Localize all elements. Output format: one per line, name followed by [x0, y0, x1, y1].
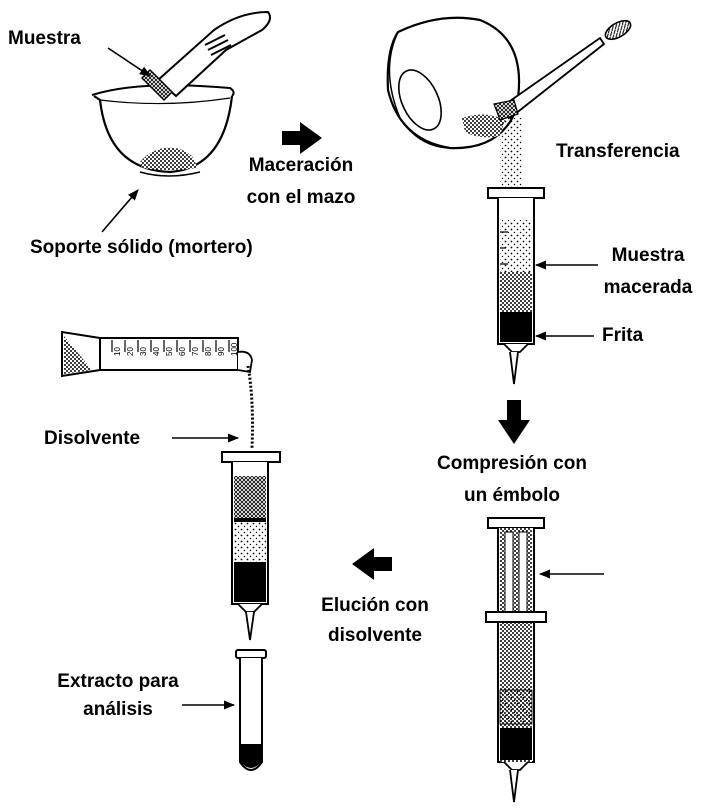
spatula-icon [493, 19, 632, 121]
solvent-stream [246, 365, 254, 449]
tilted-mortar-icon [386, 16, 521, 150]
cylinder-scale-mark: 90 [217, 347, 226, 356]
label-elucion-1: Elución con [321, 595, 429, 616]
test-tube-icon [235, 649, 267, 771]
syringe-elution-icon [221, 451, 281, 641]
label-soporte: Soporte sólido (mortero) [30, 237, 253, 258]
mortar-icon [91, 84, 235, 177]
graduated-cylinder-icon [61, 330, 253, 378]
label-compresion-1: Compresión con [437, 453, 587, 474]
label-muestra-macerada-2: macerada [603, 277, 693, 298]
cylinder-scale-mark: 20 [126, 347, 135, 356]
cylinder-scale-mark: 80 [204, 347, 213, 356]
left-arrow-icon [352, 548, 392, 580]
right-arrow-icon [282, 122, 322, 154]
label-muestra: Muestra [8, 28, 81, 49]
label-elucion-2: disolvente [328, 625, 422, 646]
cylinder-scale-mark: 60 [178, 347, 187, 356]
cylinder-scale-mark: 100 [230, 342, 239, 356]
label-maceracion-2: con el mazo [246, 187, 356, 208]
label-frita: Frita [602, 325, 644, 346]
cylinder-scale-mark: 70 [191, 347, 200, 356]
label-extracto-2: análisis [83, 699, 153, 720]
label-compresion-2: un émbolo [463, 485, 561, 506]
label-disolvente: Disolvente [44, 428, 141, 449]
down-arrow-icon [498, 400, 530, 444]
cylinder-scale-mark: 30 [139, 347, 148, 356]
muestra-pointer [107, 47, 151, 77]
cylinder-scale-mark: 50 [165, 347, 174, 356]
syringe-empty-icon [487, 187, 545, 385]
label-transferencia: Transferencia [556, 141, 680, 162]
syringe-plunger-icon [485, 517, 547, 803]
label-muestra-macerada-1: Muestra [611, 245, 685, 266]
label-extracto-1: Extracto para [57, 671, 179, 692]
cylinder-scale-mark: 40 [152, 347, 161, 356]
label-maceracion-1: Maceración [248, 155, 354, 176]
soporte-pointer [101, 189, 139, 233]
cylinder-scale-mark: 10 [113, 347, 122, 356]
